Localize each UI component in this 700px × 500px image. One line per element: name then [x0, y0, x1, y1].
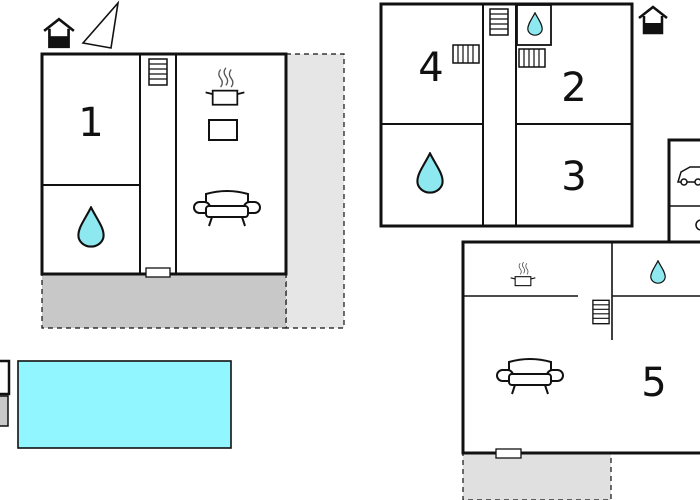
stairs-icon — [518, 48, 546, 68]
stairs-icon — [489, 8, 509, 36]
house-icon — [42, 17, 76, 49]
north-arrow-icon — [81, 0, 120, 49]
terrace-right — [285, 53, 345, 329]
stairs-icon — [452, 44, 480, 64]
building-top-right: 4 2 3 — [379, 2, 634, 228]
stairs-icon — [148, 58, 168, 86]
building-bottom-right: 5 — [461, 240, 700, 500]
pool-structure — [0, 359, 11, 396]
door-icon — [145, 267, 171, 278]
pool-step — [0, 395, 9, 427]
room-number-4: 4 — [418, 45, 443, 91]
stairs-icon — [592, 299, 610, 325]
car-icon — [676, 166, 700, 186]
garage-walls — [667, 138, 700, 244]
washing-machine-icon — [695, 219, 700, 231]
garage — [667, 138, 700, 244]
building-left: 1 — [40, 52, 345, 329]
room-number-5: 5 — [641, 360, 666, 406]
terrace-bottom — [41, 273, 287, 329]
room-number-3: 3 — [561, 154, 586, 200]
house-icon — [637, 5, 669, 35]
pool — [17, 360, 232, 449]
stove-icon — [208, 119, 238, 141]
building-left-walls — [40, 52, 288, 276]
terrace-bottom-right — [462, 452, 612, 500]
room-number-1: 1 — [78, 100, 103, 146]
door-icon — [495, 448, 522, 459]
building-top-right-walls — [379, 2, 634, 228]
room-number-2: 2 — [561, 65, 586, 111]
